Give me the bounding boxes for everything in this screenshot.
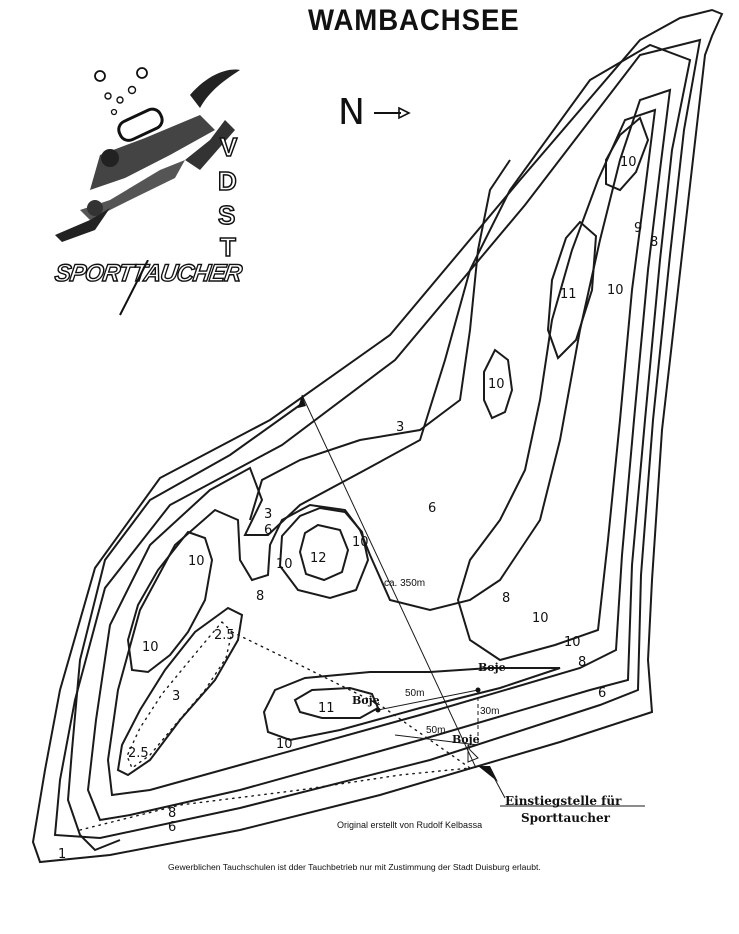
- label-11-north: 11: [560, 287, 577, 302]
- contour-label-group: 10 9 8 11 10 10 3 6 3 6 10 10 12 10 8 8 …: [58, 155, 658, 862]
- label-25-b: 2.5: [128, 746, 149, 761]
- footer-notice: Gewerblichen Tauchschulen ist dder Tauch…: [168, 862, 541, 872]
- logo-letter-s: S: [217, 199, 236, 231]
- label-10-lower-right-2: 10: [564, 635, 581, 650]
- distance-30m-label: 30m: [480, 706, 499, 717]
- buoy-label-a: Boje: [478, 661, 506, 674]
- label-3-small: 3: [172, 689, 180, 704]
- label-8-center: 8: [502, 591, 510, 606]
- label-8-shore: 8: [168, 806, 176, 821]
- label-10-center: 10: [488, 377, 505, 392]
- label-6-north: 6: [428, 501, 436, 516]
- contour-1: [53, 38, 702, 840]
- contour-10-east: [456, 108, 657, 662]
- logo-letter-d: D: [217, 165, 237, 197]
- wordmark-underline: [119, 260, 149, 316]
- label-9: 9: [634, 221, 642, 236]
- buoy-marker-a: [375, 707, 381, 713]
- label-1: 1: [58, 847, 66, 862]
- vdst-logo: V D S T SPORTTAUCHER: [50, 60, 250, 320]
- label-3-mid: 3: [264, 507, 272, 522]
- label-10-lower-right: 10: [532, 611, 549, 626]
- north-letter: N: [338, 92, 365, 133]
- distance-50m-a-label: 50m: [405, 688, 424, 699]
- label-8-east: 8: [650, 235, 658, 250]
- buoy-line-50m-a: [377, 689, 479, 711]
- label-10-west-lower: 10: [142, 640, 159, 655]
- contour-10-around-12: [278, 506, 370, 600]
- north-indicator: N: [338, 92, 411, 133]
- label-10-around12-b: 10: [276, 557, 293, 572]
- label-12: 12: [310, 551, 327, 566]
- label-6-shore: 6: [168, 820, 176, 835]
- buoy-line-50m-b: [394, 734, 479, 746]
- entry-point-line2: Sporttaucher: [521, 811, 610, 825]
- diver-flag-icon: [467, 744, 479, 763]
- distance-350m-label: ca. 350m: [384, 578, 425, 589]
- label-11-south: 11: [318, 701, 335, 716]
- label-8-west: 8: [256, 589, 264, 604]
- contour-10-south: [262, 667, 561, 742]
- logo-letter-t: T: [219, 231, 236, 263]
- contour-8: [106, 88, 672, 797]
- label-6-lower-right: 6: [598, 686, 606, 701]
- survey-line-diagonal: [231, 631, 471, 769]
- label-10-north: 10: [620, 155, 637, 170]
- label-8-lower-right: 8: [578, 655, 586, 670]
- distance-50m-b-label: 50m: [426, 725, 445, 736]
- label-3-north: 3: [396, 420, 404, 435]
- entry-point-label: Einstiegstelle für Sporttaucher: [505, 793, 621, 827]
- buoy-label-b: Boje: [352, 694, 380, 707]
- contour-10-center: [483, 348, 514, 420]
- label-10-south: 10: [276, 737, 293, 752]
- arrow-right-icon: [373, 106, 411, 119]
- label-10-west-upper: 10: [188, 554, 205, 569]
- contour-10-north: [605, 116, 650, 192]
- logo-letter-v: V: [219, 131, 238, 163]
- map-title: WAMBACHSEE: [308, 4, 520, 37]
- entry-point-line1: Einstiegstelle für: [505, 794, 622, 808]
- entry-arrow-shaft: [489, 769, 506, 799]
- contour-3-north-inner: [249, 159, 511, 521]
- distance-line-arrow-top: [298, 395, 306, 408]
- contour-10-west-upper: [126, 530, 214, 674]
- entry-arrow-icon: [478, 766, 498, 782]
- buoy-label-c: Boje: [452, 733, 480, 746]
- label-6-mid: 6: [264, 523, 272, 538]
- label-10-around12-a: 10: [352, 535, 369, 550]
- contour-6: [86, 43, 692, 822]
- contour-12: [298, 523, 350, 582]
- distance-line-350m: [301, 394, 477, 769]
- credit-text: Original erstellt von Rudolf Kelbassa: [337, 820, 483, 830]
- diver-icon: [55, 67, 240, 242]
- label-25-a: 2.5: [214, 628, 235, 643]
- label-10-east: 10: [607, 283, 624, 298]
- contour-25-west: [116, 606, 244, 777]
- contour-3-shallow: [66, 404, 301, 852]
- contour-11-north: [546, 220, 598, 360]
- buoy-marker-b: [475, 687, 481, 693]
- shoreline: [31, 8, 724, 864]
- contour-3-west-dotted: [126, 620, 233, 770]
